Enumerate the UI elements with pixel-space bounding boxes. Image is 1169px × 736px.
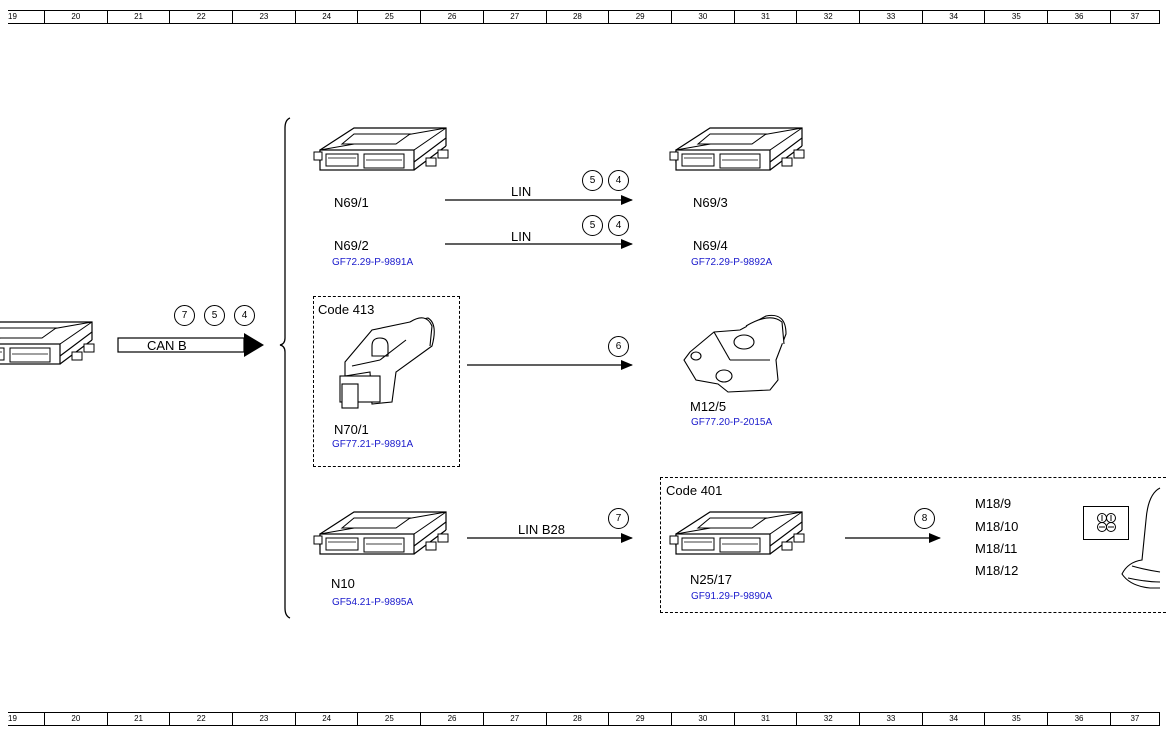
ruler-cell: 21 [108,713,171,725]
circled-number: 5 [582,215,603,236]
ruler-cell: 30 [672,713,735,725]
ruler-cell: 32 [797,713,861,725]
ruler-cell: 37 [1111,713,1160,725]
ruler-cell: 34 [923,713,986,725]
circled-number: 5 [582,170,603,191]
ruler-cell: 19 [8,11,45,23]
code-401-label: Code 401 [666,483,723,498]
component-label-n69-3: N69/3 [693,195,728,210]
ruler-cell: 29 [609,713,672,725]
bus-label-lin-lower: LIN [511,229,532,244]
ruler-cell: 28 [547,713,610,725]
ruler-cell: 36 [1048,713,1111,725]
reference-link-n69-4[interactable]: GF72.29-P-9892A [691,257,773,268]
seat-icon [1121,487,1161,589]
branch-brace [279,117,291,619]
bus-label-can-b: CAN B [147,338,187,353]
ruler-cell: 35 [986,713,1049,725]
code-413-box [313,296,460,467]
circled-number: 4 [234,305,255,326]
sunroof-motor-icon [339,317,435,409]
ruler-cell: 27 [484,11,547,23]
component-label-n25-17: N25/17 [690,572,732,587]
massage-symbol-icon [1083,506,1129,540]
circled-number: 5 [204,305,225,326]
circled-number: 7 [608,508,629,529]
ruler-cell: 30 [672,11,735,23]
component-label-n10: N10 [331,576,355,591]
ruler-cell: 31 [735,11,798,23]
component-label-n69-1: N69/1 [334,195,369,210]
ruler-cell: 20 [45,11,108,23]
ruler-cell: 19 [8,713,45,725]
can-b-bus-arrow [117,333,264,357]
component-label-m18-11: M18/11 [975,541,1018,556]
circled-number: 6 [608,336,629,357]
ruler-cell: 22 [170,11,234,23]
ruler-cell: 23 [233,11,296,23]
ruler-cell: 24 [296,713,359,725]
component-label-n69-2: N69/2 [334,238,369,253]
reference-link-m12-5[interactable]: GF77.20-P-2015A [691,417,773,428]
ruler-cell: 24 [296,11,359,23]
bus-label-lin-upper: LIN [511,184,532,199]
control-unit-icon-n10 [313,511,449,555]
reference-link-n70-1[interactable]: GF77.21-P-9891A [332,439,414,450]
control-unit-icon-n69-1 [313,127,449,171]
circled-number: 8 [914,508,935,529]
circled-number: 4 [608,170,629,191]
ruler-cell: 23 [233,713,296,725]
ruler-cell: 25 [359,11,422,23]
reference-link-n69-2[interactable]: GF72.29-P-9891A [332,257,414,268]
reference-link-n25-17[interactable]: GF91.29-P-9890A [691,591,773,602]
circled-number: 4 [608,215,629,236]
ruler-cell: 37 [1111,11,1160,23]
ruler-cell: 33 [860,11,923,23]
component-label-m18-10: M18/10 [975,519,1019,534]
control-unit-icon-n69-3 [669,127,805,171]
ruler-cell: 29 [609,11,672,23]
code-413-label: Code 413 [318,302,375,317]
ruler-cell: 28 [547,11,610,23]
component-label-m12-5: M12/5 [690,399,727,414]
code-401-box [660,477,1166,613]
component-label-m18-12: M18/12 [975,563,1019,578]
locking-motor-icon [683,314,787,393]
control-unit-icon-source [0,321,95,365]
ruler-cell: 27 [484,713,547,725]
ruler-cell: 20 [45,713,108,725]
ruler-cell: 31 [735,713,798,725]
ruler-cell: 26 [421,11,484,23]
component-label-n70-1: N70/1 [334,422,369,437]
ruler-cell: 26 [421,713,484,725]
bus-label-lin-b28: LIN B28 [518,522,565,537]
ruler-cell: 21 [108,11,171,23]
reference-link-n10[interactable]: GF54.21-P-9895A [332,597,414,608]
ruler-cell: 35 [986,11,1049,23]
ruler-cell: 32 [797,11,861,23]
component-label-n69-4: N69/4 [693,238,728,253]
ruler-cell: 36 [1048,11,1111,23]
ruler-cell: 22 [170,713,234,725]
ruler-cell: 25 [359,713,422,725]
circled-number: 7 [174,305,195,326]
ruler-cell: 33 [860,713,923,725]
component-label-m18-9: M18/9 [975,496,1012,511]
ruler-cell: 34 [923,11,986,23]
